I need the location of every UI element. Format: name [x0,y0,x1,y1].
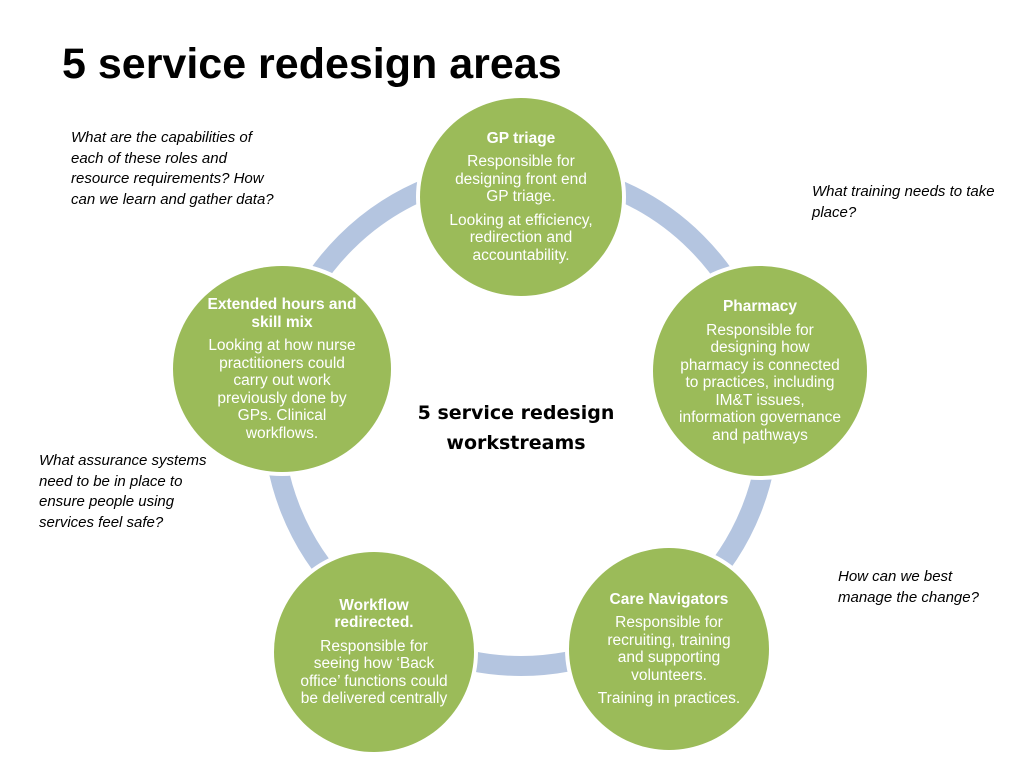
node-extended-hours: Extended hours and skill mix Looking at … [173,266,391,472]
node-pharmacy: Pharmacy Responsible for designing how p… [653,266,867,476]
question-training: What training needs to take place? [812,183,995,221]
node-description: Responsible for recruiting, training and… [607,614,731,684]
center-label: 5 service redesign workstreams [417,402,615,454]
node-description: Responsible for designing how pharmacy i… [679,321,841,444]
node-care-navigators: Care Navigators Responsible for recruiti… [569,548,769,750]
node-workflow-redirected: Workflow redirected. Responsible for see… [274,552,474,752]
node-title: Pharmacy [722,298,798,315]
question-assurance: What assurance systems need to be in pla… [39,452,207,531]
question-capabilities: What are the capabilities of each of the… [71,129,274,208]
node-title: GP triage [486,129,556,147]
node-title: Extended hours and skill mix [207,296,357,331]
question-manage-change: How can we best manage the change? [838,568,979,606]
node-description: Looking at efficiency, redirection and a… [449,211,593,264]
node-description: Looking at how nurse practitioners could… [208,337,356,442]
page-title: 5 service redesign areas [62,40,562,88]
node-description: Responsible for designing front end GP t… [455,153,587,206]
node-title: Workflow redirected. [334,596,414,632]
node-gp-triage: GP triage Responsible for designing fron… [420,98,622,296]
node-description: Training in practices. [597,690,741,707]
node-title: Care Navigators [609,590,729,608]
node-description: Responsible for seeing how ‘Back office’… [300,637,448,708]
